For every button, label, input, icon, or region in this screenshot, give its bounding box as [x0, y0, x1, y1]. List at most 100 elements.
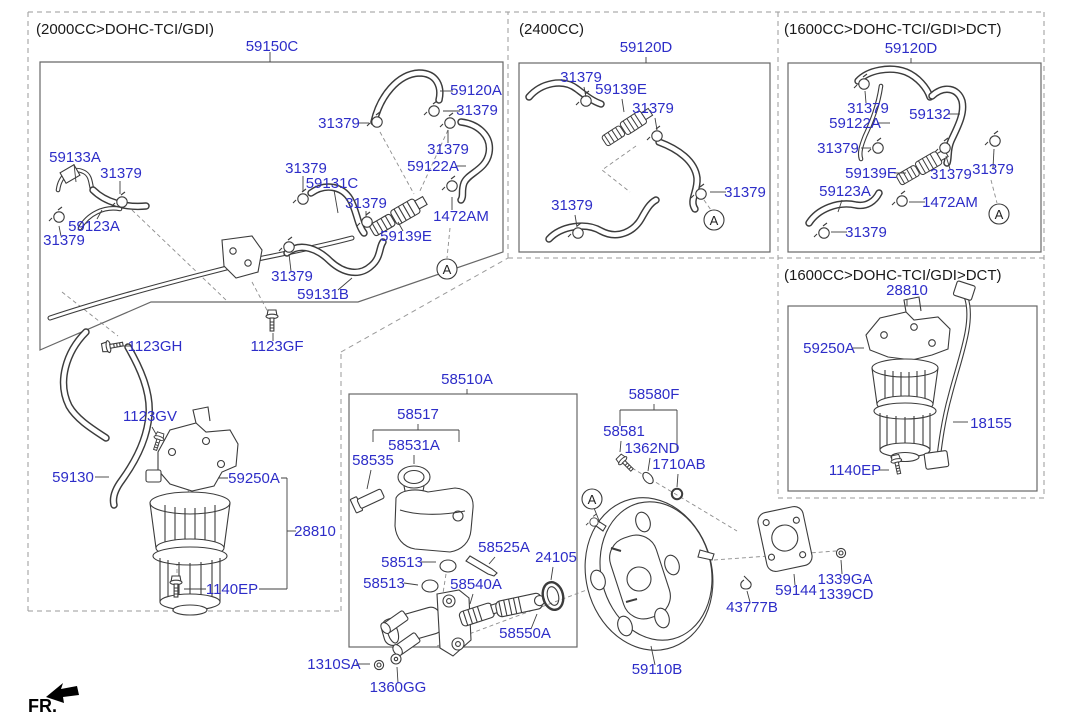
group-borders — [27, 11, 1045, 612]
front-direction-marker: FR. — [28, 683, 79, 716]
part-label-58513[interactable]: 58513 — [363, 575, 405, 592]
grommet — [421, 579, 439, 593]
part-label-31379[interactable]: 31379 — [817, 140, 859, 157]
part-label-59150c[interactable]: 59150C — [246, 38, 299, 55]
part-label-31379[interactable]: 31379 — [551, 197, 593, 214]
hose-assembly-2000cc-drawing — [49, 73, 489, 438]
part-label-59250a[interactable]: 59250A — [803, 340, 855, 357]
connector-markers: A A A A — [436, 203, 1010, 510]
part-label-1710ab[interactable]: 1710AB — [652, 456, 705, 473]
part-label-58510a[interactable]: 58510A — [441, 371, 493, 388]
part-label-59123a[interactable]: 59123A — [68, 218, 120, 235]
part-label-31379[interactable]: 31379 — [456, 102, 498, 119]
part-label-1123gv[interactable]: 1123GV — [123, 408, 177, 425]
part-label-59139e[interactable]: 59139E — [845, 165, 897, 182]
secondary-piston — [495, 592, 546, 618]
part-label-59122a[interactable]: 59122A — [829, 115, 881, 132]
connector-a: A — [436, 258, 458, 280]
part-label-28810[interactable]: 28810 — [886, 282, 928, 299]
part-label-59139e[interactable]: 59139E — [380, 228, 432, 245]
part-label-1339cd[interactable]: 1339CD — [818, 586, 873, 603]
bolt-1140ep — [169, 575, 183, 598]
part-label-31379[interactable]: 31379 — [427, 141, 469, 158]
group-title-1600cc-hose: (1600CC>DOHC-TCI/GDI>DCT) — [784, 21, 1002, 38]
reservoir — [394, 487, 474, 553]
nut-1310sa — [373, 659, 385, 671]
box-59150c — [39, 61, 504, 351]
part-label-31379[interactable]: 31379 — [43, 232, 85, 249]
reservoir-cap — [397, 465, 431, 489]
connector-a: A — [581, 488, 603, 510]
part-label-1123gh[interactable]: 1123GH — [128, 338, 183, 355]
part-label-58540a[interactable]: 58540A — [450, 576, 502, 593]
nut-1339 — [835, 547, 847, 559]
part-label-1360gg[interactable]: 1360GG — [370, 679, 427, 696]
part-label-58535[interactable]: 58535 — [352, 452, 394, 469]
part-labels: 59150C 59120A 31379 31379 31379 59122A 1… — [43, 38, 1014, 696]
part-label-58525a[interactable]: 58525A — [478, 539, 530, 556]
part-label-31379[interactable]: 31379 — [972, 161, 1014, 178]
part-label-59110b[interactable]: 59110B — [632, 661, 683, 678]
part-label-24105[interactable]: 24105 — [535, 549, 577, 566]
front-marker-label: FR. — [28, 696, 57, 716]
part-label-59250a[interactable]: 59250A — [228, 470, 280, 487]
part-label-31379[interactable]: 31379 — [847, 100, 889, 117]
part-label-59120a[interactable]: 59120A — [450, 82, 502, 99]
part-label-1472am[interactable]: 1472AM — [922, 194, 978, 211]
part-label-58581[interactable]: 58581 — [603, 423, 645, 440]
ring-1710ab — [670, 487, 684, 501]
part-label-58550a[interactable]: 58550A — [499, 625, 551, 642]
part-label-31379[interactable]: 31379 — [285, 160, 327, 177]
part-label-28810[interactable]: 28810 — [294, 523, 336, 540]
part-label-59130[interactable]: 59130 — [52, 469, 94, 486]
pipe-bracket — [221, 235, 263, 279]
part-label-1310sa[interactable]: 1310SA — [307, 656, 360, 673]
part-label-31379[interactable]: 31379 — [845, 224, 887, 241]
part-label-59120d[interactable]: 59120D — [620, 39, 673, 56]
bleeder-screw — [465, 555, 498, 577]
harness-connector — [952, 280, 976, 301]
part-label-59133a[interactable]: 59133A — [49, 149, 101, 166]
group-title-1600cc-pump: (1600CC>DOHC-TCI/GDI>DCT) — [784, 267, 1002, 284]
group-title-2000cc: (2000CC>DOHC-TCI/GDI) — [36, 21, 214, 38]
part-label-1140ep[interactable]: 1140EP — [206, 581, 258, 598]
part-label-59132[interactable]: 59132 — [909, 106, 951, 123]
connector-a-label: A — [588, 492, 597, 507]
part-label-58531a[interactable]: 58531A — [388, 437, 440, 454]
part-label-18155[interactable]: 18155 — [970, 415, 1012, 432]
part-label-59120d[interactable]: 59120D — [885, 40, 938, 57]
part-label-31379[interactable]: 31379 — [318, 115, 360, 132]
part-label-1140ep[interactable]: 1140EP — [829, 462, 881, 479]
part-label-31379[interactable]: 31379 — [632, 100, 674, 117]
part-label-1472am[interactable]: 1472AM — [433, 208, 489, 225]
part-label-31379[interactable]: 31379 — [100, 165, 142, 182]
part-label-58513[interactable]: 58513 — [381, 554, 423, 571]
part-label-59131b[interactable]: 59131B — [297, 286, 349, 303]
front-arrow-icon — [46, 683, 79, 703]
clip-43777b — [740, 575, 752, 590]
part-label-59139e[interactable]: 59139E — [595, 81, 647, 98]
part-label-59131c[interactable]: 59131C — [306, 175, 359, 192]
connector-a-label: A — [995, 207, 1004, 222]
box-2400cc — [518, 62, 771, 253]
connector-a-label: A — [710, 213, 719, 228]
part-label-1123gf[interactable]: 1123GF — [250, 338, 303, 355]
part-label-59123a[interactable]: 59123A — [819, 183, 871, 200]
part-label-59122a[interactable]: 59122A — [407, 158, 459, 175]
part-label-43777b[interactable]: 43777B — [726, 599, 778, 616]
part-label-31379[interactable]: 31379 — [345, 195, 387, 212]
part-label-58580f[interactable]: 58580F — [629, 386, 680, 403]
part-label-58517[interactable]: 58517 — [397, 406, 439, 423]
part-label-31379[interactable]: 31379 — [560, 69, 602, 86]
part-label-1339ga[interactable]: 1339GA — [817, 571, 872, 588]
harness-connector — [923, 450, 950, 470]
part-label-1362nd[interactable]: 1362ND — [624, 440, 679, 457]
connector-a-label: A — [443, 262, 452, 277]
brake-booster-drawing — [584, 452, 847, 651]
part-label-31379[interactable]: 31379 — [930, 166, 972, 183]
part-label-31379[interactable]: 31379 — [724, 184, 766, 201]
part-label-31379[interactable]: 31379 — [271, 268, 313, 285]
part-label-59144[interactable]: 59144 — [775, 582, 817, 599]
